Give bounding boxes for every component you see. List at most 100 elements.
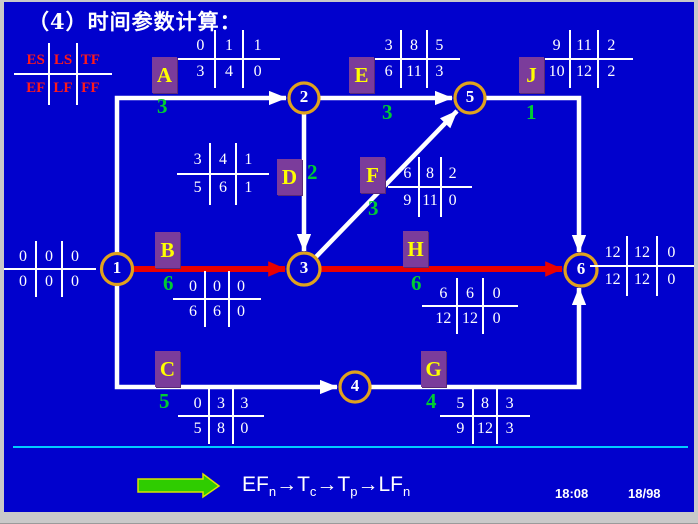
param-cell: EF bbox=[26, 79, 46, 96]
node-2-circle bbox=[287, 81, 321, 115]
table-vertical-line bbox=[440, 157, 443, 217]
param-cell: 11 bbox=[406, 63, 422, 80]
node-5-circle bbox=[453, 81, 487, 115]
param-cell: 3 bbox=[384, 37, 393, 54]
table-horizontal-line bbox=[178, 415, 264, 418]
param-cell: 0 bbox=[237, 277, 245, 295]
param-cell: 4 bbox=[224, 63, 233, 80]
param-cell: 3 bbox=[240, 394, 249, 412]
table-vertical-line bbox=[455, 278, 458, 334]
formula-term-efn: EFn bbox=[242, 473, 277, 500]
node-3-label: 3 bbox=[299, 258, 309, 277]
edge-g-4-6 bbox=[371, 287, 587, 390]
page-number: 18/98 bbox=[628, 486, 661, 501]
param-cell: LF bbox=[53, 79, 73, 96]
param-cell: LS bbox=[53, 51, 73, 68]
table-horizontal-line bbox=[440, 415, 530, 418]
table-vertical-line bbox=[626, 236, 629, 296]
formula-sub: n bbox=[268, 484, 277, 500]
duration-g: 4 bbox=[426, 389, 437, 413]
param-cell: 12 bbox=[435, 309, 452, 327]
param-cell: TF bbox=[80, 51, 100, 68]
param-cell: 0 bbox=[189, 277, 197, 295]
table-vertical-line bbox=[213, 30, 216, 88]
formula-base: LF bbox=[378, 473, 403, 496]
param-cell: 0 bbox=[71, 247, 79, 265]
window-frame-top bbox=[0, 0, 698, 2]
param-cell: 0 bbox=[45, 272, 53, 290]
param-cell: 3 bbox=[196, 63, 205, 80]
table-horizontal-line bbox=[14, 73, 112, 76]
edge-a-1-2 bbox=[114, 90, 287, 269]
param-cell: 5 bbox=[435, 37, 444, 54]
formula: EFn→Tc→Tp→LFn bbox=[242, 473, 410, 499]
table-horizontal-line bbox=[2, 268, 96, 271]
node-1-circle bbox=[99, 251, 135, 287]
param-cell: 0 bbox=[193, 394, 202, 412]
table-horizontal-line bbox=[590, 265, 694, 268]
param-cell: 12 bbox=[461, 309, 478, 327]
formula-term-tc: Tc bbox=[297, 473, 316, 499]
activity-box-d: D bbox=[277, 159, 302, 195]
param-cell: 6 bbox=[384, 63, 393, 80]
table-vertical-line bbox=[569, 30, 572, 88]
node-2-label: 2 bbox=[299, 87, 309, 106]
table-vertical-line bbox=[596, 30, 599, 88]
param-cell: 12 bbox=[476, 419, 493, 437]
duration-d: 2 bbox=[307, 160, 318, 184]
table-vertical-line bbox=[34, 241, 38, 297]
duration-a: 3 bbox=[157, 94, 168, 118]
table-horizontal-line bbox=[177, 173, 269, 176]
param-cell: 1 bbox=[253, 37, 262, 54]
param-cell: 9 bbox=[552, 37, 561, 54]
param-cell: 3 bbox=[216, 394, 225, 412]
param-cell: 12 bbox=[633, 243, 650, 261]
param-cell: 12 bbox=[575, 63, 592, 80]
node-6-circle bbox=[563, 252, 599, 288]
param-cell: 3 bbox=[505, 394, 514, 412]
param-cell: 0 bbox=[253, 63, 262, 80]
formula-base: T bbox=[337, 473, 351, 496]
param-cell: 5 bbox=[193, 419, 202, 437]
param-cell: 12 bbox=[604, 243, 621, 261]
param-cell: 8 bbox=[409, 37, 418, 54]
formula-base: EF bbox=[242, 473, 269, 496]
param-cell: 0 bbox=[213, 277, 221, 295]
duration-h: 6 bbox=[411, 271, 422, 295]
param-cell: 6 bbox=[465, 284, 474, 302]
param-cell: 0 bbox=[237, 302, 245, 320]
param-cell: 3 bbox=[193, 151, 202, 168]
duration-b: 6 bbox=[163, 271, 174, 295]
table-vertical-line bbox=[400, 30, 403, 88]
table-vertical-line bbox=[471, 388, 474, 444]
param-cell: 3 bbox=[435, 63, 444, 80]
node-1-label: 1 bbox=[112, 258, 122, 277]
param-cell: 6 bbox=[189, 302, 197, 320]
param-cell: 11 bbox=[576, 37, 592, 54]
table-vertical-line bbox=[231, 388, 234, 444]
activity-box-h: H bbox=[403, 231, 428, 267]
param-cell: 0 bbox=[667, 243, 676, 261]
activity-box-c: C bbox=[155, 351, 180, 387]
param-cell: 2 bbox=[448, 164, 457, 182]
duration-e: 3 bbox=[382, 100, 393, 124]
param-cell: 0 bbox=[240, 419, 249, 437]
table-vertical-line bbox=[209, 143, 212, 205]
formula-term-lfn: LFn bbox=[378, 473, 410, 499]
table-horizontal-line bbox=[535, 58, 633, 61]
param-cell: 0 bbox=[196, 37, 205, 54]
param-cell: 0 bbox=[448, 191, 457, 209]
table-vertical-line bbox=[60, 241, 64, 297]
param-cell: 8 bbox=[425, 164, 434, 182]
param-cell: 12 bbox=[633, 270, 650, 288]
activity-box-b: B bbox=[155, 232, 180, 268]
param-cell: 2 bbox=[607, 37, 616, 54]
param-cell: 1 bbox=[244, 179, 253, 196]
